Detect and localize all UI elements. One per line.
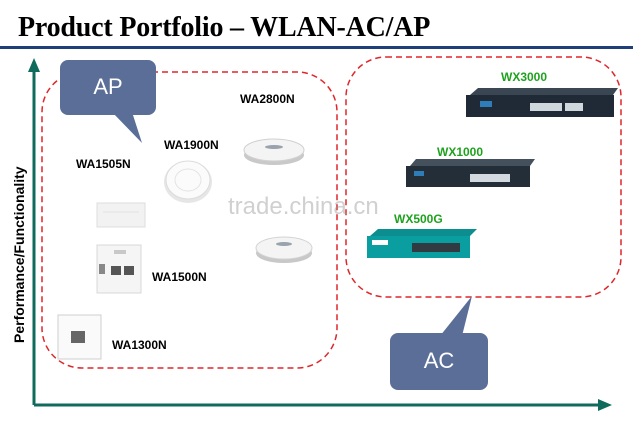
- wa2800n-device-image: [243, 138, 305, 165]
- wx500g-device-image: [367, 229, 477, 258]
- x-axis-arrow: [598, 399, 612, 411]
- ap-group-boundary: [41, 71, 338, 369]
- wa1505n-label: WA1505N: [76, 157, 131, 171]
- wx3000-label: WX3000: [501, 70, 548, 84]
- wx1000-device-image: [406, 159, 535, 187]
- ac-callout-label: AC: [423, 348, 455, 373]
- ap-callout: [60, 60, 156, 143]
- title-underline: [0, 46, 633, 49]
- wx500g-label: WX500G: [394, 212, 443, 226]
- wa1300n-device-image: [57, 314, 102, 360]
- wx3000-device-image: [466, 88, 618, 117]
- wx1000-label: WX1000: [437, 145, 484, 159]
- page-title: Product Portfolio – WLAN-AC/AP: [18, 12, 431, 43]
- y-axis-arrow: [28, 58, 40, 72]
- wa1300n-label: WA1300N: [112, 338, 167, 352]
- wa1900n-label: WA1900N: [164, 138, 219, 152]
- wa1500n-label: WA1500N: [152, 270, 207, 284]
- wa1900n-device-image: [164, 160, 212, 203]
- ceiling-ap-device-image: [255, 236, 313, 263]
- watermark-text: trade.china.cn: [228, 193, 379, 220]
- ap-callout-label: AP: [93, 74, 123, 99]
- wa1505n-device-image: [96, 202, 146, 228]
- y-axis-label: Performance/Functionality: [11, 166, 27, 343]
- wa2800n-label: WA2800N: [240, 92, 295, 106]
- ac-callout: [390, 296, 488, 390]
- wa1500n-device-image: [96, 244, 142, 294]
